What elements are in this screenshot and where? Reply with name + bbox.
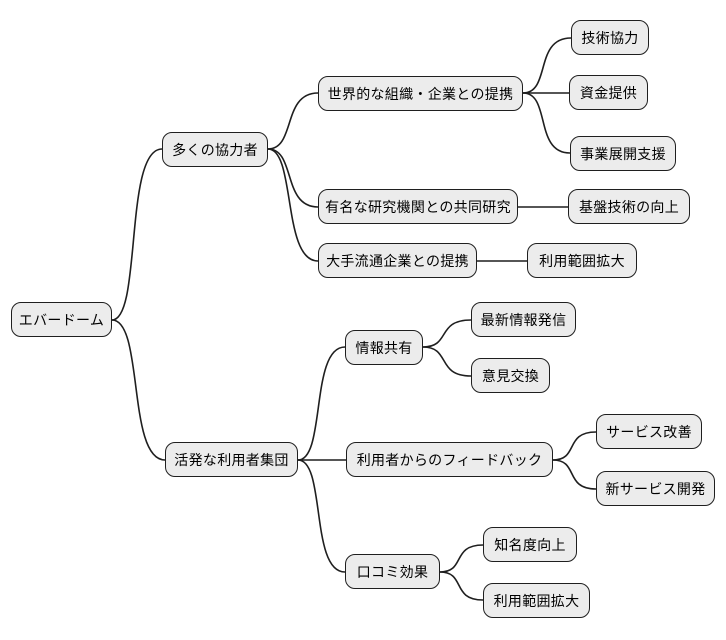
edge-global-partnership-to-tech-cooperation — [522, 37, 572, 94]
edge-root-to-user-community — [111, 319, 166, 461]
node-usage-expansion-bottom: 利用範囲拡大 — [483, 583, 590, 618]
node-opinion-exchange: 意見交換 — [471, 358, 550, 393]
edge-user-community-to-word-of-mouth — [297, 459, 346, 573]
node-many-collaborators: 多くの協力者 — [162, 132, 268, 167]
node-global-org-partnership: 世界的な組織・企業との提携 — [318, 76, 523, 111]
node-word-of-mouth-effect: 口コミ効果 — [345, 554, 440, 589]
node-retail-partnership: 大手流通企業との提携 — [318, 243, 477, 278]
edge-word-of-mouth-to-usage-expansion — [439, 571, 484, 601]
edge-global-partnership-to-business-support — [522, 92, 571, 154]
node-tech-cooperation: 技術協力 — [571, 20, 649, 55]
node-root-everdome: エバードーム — [11, 302, 112, 337]
edge-root-to-collaborators — [111, 148, 163, 321]
node-new-service-development: 新サービス開発 — [596, 471, 715, 506]
node-active-user-community: 活発な利用者集団 — [165, 442, 298, 477]
edge-word-of-mouth-to-recognition — [439, 544, 484, 573]
node-latest-info-broadcast: 最新情報発信 — [471, 302, 576, 337]
edge-info-sharing-to-latest-info — [422, 319, 472, 348]
edge-collaborators-to-global-partnership — [267, 92, 319, 150]
node-joint-research: 有名な研究機関との共同研究 — [318, 189, 518, 224]
edge-collaborators-to-retail-partnership — [267, 148, 319, 262]
edge-feedback-to-service-improvement — [552, 431, 597, 461]
node-funding: 資金提供 — [569, 75, 648, 110]
node-usage-expansion-top: 利用範囲拡大 — [527, 243, 637, 278]
edge-user-community-to-info-sharing — [297, 346, 346, 461]
node-recognition-improvement: 知名度向上 — [483, 527, 577, 562]
node-service-improvement: サービス改善 — [596, 414, 702, 449]
edge-info-sharing-to-opinion-exchange — [422, 346, 472, 377]
edge-collaborators-to-joint-research — [267, 148, 319, 208]
node-core-tech-improvement: 基盤技術の向上 — [568, 189, 690, 224]
edge-feedback-to-new-service — [552, 459, 597, 490]
node-business-expansion-support: 事業展開支援 — [570, 136, 676, 171]
node-user-feedback: 利用者からのフィードバック — [346, 442, 553, 477]
node-info-sharing: 情報共有 — [345, 330, 423, 365]
